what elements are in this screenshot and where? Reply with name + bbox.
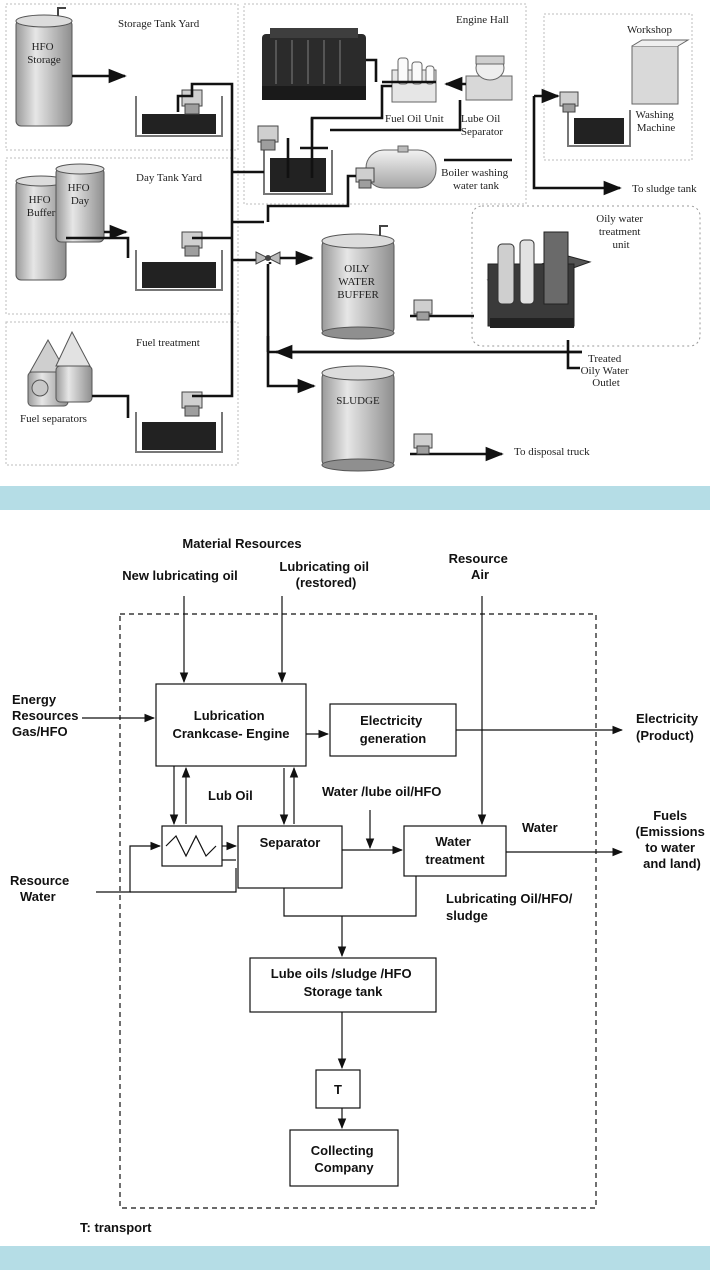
workshop-label: Workshop: [627, 24, 672, 36]
electricity-product-label: Electricity (Product): [636, 711, 702, 743]
collection-tray-workshop: [567, 110, 631, 147]
water-lube-oil-hfo-label: Water /lube oil/HFO: [322, 784, 441, 799]
svg-text:OILY WATER BUF: OILY WATER BUFFER: [337, 263, 379, 301]
svg-text:HFO Day: HFO Day: [68, 182, 93, 207]
oily-water-treatment-label: Oily water treatment unit: [596, 213, 645, 251]
pump-icon: [355, 167, 375, 189]
oily-water-treatment-unit: [486, 231, 592, 328]
energy-resources-label: Energy Resources Gas/HFO: [12, 692, 82, 739]
svg-text:Lubrication Crankcase-: Lubrication Crankcase- Engine: [172, 708, 289, 741]
engine-box: Lubrication Crankcase- Engine: [155, 683, 307, 767]
transport-box: T: [315, 1069, 361, 1109]
svg-text:Washing Machine: Washing Machine: [636, 109, 677, 134]
lub-oil-label: Lub Oil: [208, 788, 253, 803]
storage-tank-yard-area: [5, 3, 239, 151]
storage-tank-box: Lube oils /sludge /HFO Storage tank: [249, 957, 437, 1013]
svg-text:HFO Buffer: HFO Buffer: [27, 194, 56, 219]
fuel-treatment-area: [5, 321, 239, 466]
system-boundary: [119, 613, 597, 1209]
lube-oil-separator: Lube Oil Separator: [461, 55, 513, 138]
svg-text:Fuel Oil Unit: Fuel Oil Unit: [385, 113, 444, 125]
oily-water-buffer-tank: OILY WATER BUFFER: [321, 225, 395, 340]
svg-text:HFO Storage: HFO Storage: [27, 41, 61, 66]
collection-tray-day: [135, 250, 223, 291]
sludge-tank: SLUDGE: [321, 365, 395, 472]
washing-machine: Washing Machine: [631, 39, 690, 134]
fuel-separators: Fuel separators: [20, 330, 93, 425]
water-treatment-box: Water treatment: [403, 825, 507, 877]
pump-icon: [257, 125, 279, 151]
svg-text:Lube oils /sludge /HFO: Lube oils /sludge /HFO Storage tank: [271, 966, 415, 999]
day-tank-yard-area: [5, 157, 239, 315]
to-disposal-truck-label: To disposal truck: [514, 446, 590, 458]
workshop-pipes: [532, 88, 622, 196]
band-top: [0, 486, 710, 510]
lubricating-oil-hfo-sludge-label: Lubricating Oil/HFO/ sludge: [446, 891, 576, 923]
new-lubricating-oil-label: New lubricating oil: [122, 568, 238, 583]
svg-text:Water treatment: Water treatment: [425, 834, 485, 867]
svg-text:Collecting Company: Collecting Company: [311, 1143, 377, 1175]
engine-hall-area: [243, 3, 527, 205]
svg-text:Boiler washing water t: Boiler washing water tank: [441, 167, 511, 192]
electricity-generation-box: Electricity generation: [329, 703, 457, 757]
resource-water-label: Resource Water: [10, 873, 73, 904]
svg-text:Electricity generation: Electricity generation: [360, 713, 427, 746]
material-resources-label: Material Resources: [182, 536, 301, 551]
pump-icon: [559, 91, 579, 113]
svg-text:T: T: [334, 1082, 342, 1097]
water-label: Water: [522, 820, 558, 835]
collection-tray-fuel: [135, 412, 223, 453]
left-yard-pipes: [66, 68, 264, 418]
day-tank-yard-label: Day Tank Yard: [136, 172, 202, 184]
three-way-valve-icon: [255, 251, 281, 265]
pump-icon: [181, 231, 203, 257]
svg-text:Separator: Separator: [260, 835, 321, 850]
hfo-buffer-tank: HFO Buffer: [15, 175, 67, 281]
workshop-area: [543, 13, 693, 161]
band-bottom: [0, 1246, 710, 1270]
legend-transport: T: transport: [80, 1220, 152, 1235]
separator-box: Separator: [237, 825, 343, 889]
collection-tray-engine: [263, 150, 333, 195]
plant-schematic: Storage Tank Yard Engine Hall Workshop D…: [5, 3, 701, 472]
resource-air-label: Resource Air: [449, 551, 512, 582]
storage-tank-yard-label: Storage Tank Yard: [118, 18, 200, 30]
lubricating-oil-restored-label: Lubricating oil (restored): [279, 559, 372, 590]
heat-exchanger-icon: [161, 825, 223, 867]
collecting-company-box: Collecting Company: [289, 1129, 399, 1187]
fuels-emissions-label: Fuels (Emissions to water and land): [636, 808, 709, 871]
hfo-day-tank: HFO Day: [55, 163, 105, 243]
pump-icon: [413, 299, 433, 321]
engine-hall-pipes: [232, 58, 512, 222]
collection-tray-storage: [135, 96, 223, 137]
fuel-separators-label: Fuel separators: [20, 413, 87, 425]
treated-oily-water-outlet-label: Treated Oily Water Outlet: [581, 353, 632, 389]
fuel-oil-unit: Fuel Oil Unit: [385, 57, 444, 125]
pump-icon: [181, 89, 203, 115]
flow-diagram: Material Resources New lubricating oil L…: [10, 536, 709, 1235]
svg-text:Lube Oil Separator: Lube Oil Separator: [461, 113, 503, 138]
fuel-treatment-label: Fuel treatment: [136, 337, 200, 349]
pump-icon: [413, 433, 433, 455]
engine-icon: [262, 28, 366, 100]
boiler-washing-water-tank: Boiler washing water tank: [365, 145, 511, 192]
to-sludge-tank-label: To sludge tank: [632, 183, 697, 195]
svg-text:SLUDGE: SLUDGE: [336, 395, 380, 407]
hfo-storage-tank: HFO Storage: [15, 7, 73, 127]
engine-hall-label: Engine Hall: [456, 14, 509, 26]
flow-arrows: [82, 596, 624, 1130]
